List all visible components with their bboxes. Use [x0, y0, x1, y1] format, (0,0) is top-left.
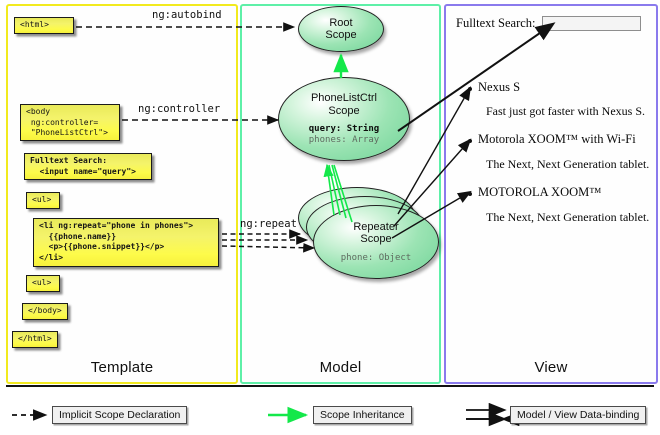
- column-label-template: Template: [90, 359, 154, 376]
- legend-scope-inheritance: Scope Inheritance: [313, 406, 412, 424]
- scope-repeater-title-2: Scope: [360, 233, 392, 245]
- list-bullet: [468, 139, 472, 143]
- scope-root-title-1: Root: [329, 16, 353, 29]
- list-bullet: [468, 87, 472, 91]
- code-box-li-ngrepeat: <li ng:repeat="phone in phones"> {{phone…: [33, 218, 219, 267]
- view-item-name-2: MOTOROLA XOOM™: [478, 185, 602, 199]
- scope-repeater-title-1: Repeater: [353, 220, 399, 233]
- view-content: Fulltext Search: Nexus S Fast just got f…: [452, 12, 650, 362]
- scope-root: Root Scope: [298, 6, 384, 52]
- code-box-body-controller: <body ng:controller= "PhoneListCtrl">: [20, 104, 120, 141]
- scope-phonelistctrl-title-1: PhoneListCtrl: [310, 92, 378, 104]
- view-search-input[interactable]: [541, 16, 641, 31]
- code-box-body-close: </body>: [22, 303, 68, 320]
- scope-phonelistctrl-title-2: Scope: [328, 104, 360, 117]
- view-item-name-0: Nexus S: [478, 80, 521, 94]
- legend-model-view-data-binding: Model / View Data-binding: [510, 406, 647, 424]
- scope-phonelistctrl: PhoneListCtrl Scope query: String phones…: [278, 77, 410, 161]
- view-item-snippet-0: Fast just got faster with Nexus S.: [486, 104, 645, 118]
- column-label-view: View: [534, 359, 568, 376]
- scope-prop-query: query: String: [308, 124, 380, 134]
- scope-root-title-2: Scope: [325, 29, 357, 41]
- legend-divider: [6, 385, 654, 387]
- code-box-ul-close: <ul>: [26, 275, 60, 292]
- legend-implicit-scope-declaration: Implicit Scope Declaration: [52, 406, 188, 424]
- view-item-snippet-1: The Next, Next Generation tablet.: [486, 157, 650, 171]
- code-box-html-close: </html>: [12, 331, 58, 348]
- view-search-label: Fulltext Search:: [456, 16, 536, 30]
- code-box-html-open: <html>: [14, 17, 74, 34]
- legend-glyph-databinding: [466, 402, 520, 427]
- code-box-fulltext-search: Fulltext Search: <input name="query">: [24, 153, 152, 180]
- view-item-name-1: Motorola XOOM™ with Wi-Fi: [478, 132, 636, 146]
- column-label-model: Model: [319, 359, 362, 376]
- scope-repeater: Repeater Scope phone: Object: [313, 205, 439, 279]
- view-search-row: Fulltext Search:: [456, 16, 641, 31]
- scope-prop-phone: phone: Object: [340, 252, 412, 263]
- list-bullet: [468, 192, 472, 196]
- scope-prop-phones: phones: Array: [308, 135, 380, 145]
- code-box-ul-open: <ul>: [26, 192, 60, 209]
- view-item-snippet-2: The Next, Next Generation tablet.: [486, 210, 650, 224]
